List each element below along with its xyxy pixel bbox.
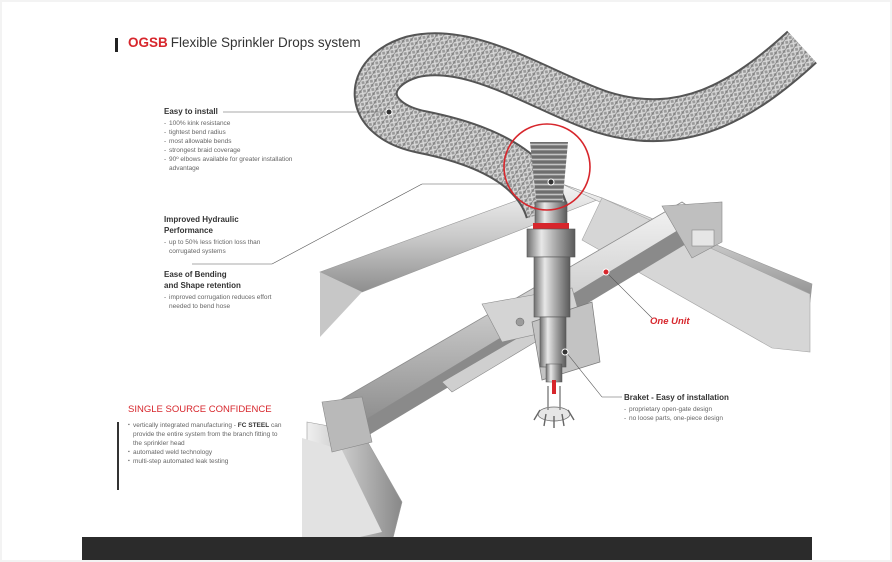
easy-install-block: Easy to install 100% kink resistance tig…: [164, 106, 304, 173]
list-item: 90º elbows available for greater install…: [164, 155, 304, 173]
bracket-heading: Braket - Easy of installation: [624, 393, 729, 402]
hydraulic-heading-2: Performance: [164, 226, 213, 235]
list-item: vertically integrated manufacturing - FC…: [128, 421, 288, 448]
fc-steel-brand: FC STEEL: [237, 422, 270, 429]
side-accent-bar: [117, 422, 119, 490]
list-item: most allowable bends: [164, 137, 304, 146]
list-item: tightest bend radius: [164, 128, 304, 137]
hose-fitting: [534, 201, 568, 225]
easy-install-heading: Easy to install: [164, 107, 218, 116]
hydraulic-heading-1: Improved Hydraulic: [164, 215, 239, 224]
list-item: improved corrugation reduces effort need…: [164, 293, 284, 311]
highlight-circle: [503, 123, 591, 211]
list-item: up to 50% less friction loss than corrug…: [164, 238, 284, 256]
list-item: no loose parts, one-piece design: [624, 414, 774, 423]
footer-bar: [82, 537, 812, 560]
single-source-heading: SINGLE SOURCE CONFIDENCE: [128, 404, 272, 415]
list-item: proprietary open-gate design: [624, 405, 774, 414]
title-brand: OGSB: [128, 35, 168, 50]
list-item: strongest braid coverage: [164, 146, 304, 155]
hydraulic-block: Improved Hydraulic Performance up to 50%…: [164, 214, 284, 256]
list-item: automated weld technology: [128, 448, 288, 457]
title-text: Flexible Sprinkler Drops system: [170, 35, 361, 50]
bracket-block: Braket - Easy of installation proprietar…: [624, 392, 774, 423]
single-source-block: SINGLE SOURCE CONFIDENCE vertically inte…: [128, 404, 288, 466]
bending-heading-2: and Shape retention: [164, 281, 241, 290]
list-item: multi-step automated leak testing: [128, 457, 288, 466]
sprinkler-head: [533, 363, 575, 428]
list-item: 100% kink resistance: [164, 119, 304, 128]
one-unit-label: One Unit: [650, 316, 690, 327]
title-accent-bar: [115, 38, 118, 52]
bending-block: Ease of Bending and Shape retention impr…: [164, 269, 284, 311]
bending-heading-1: Ease of Bending: [164, 270, 227, 279]
